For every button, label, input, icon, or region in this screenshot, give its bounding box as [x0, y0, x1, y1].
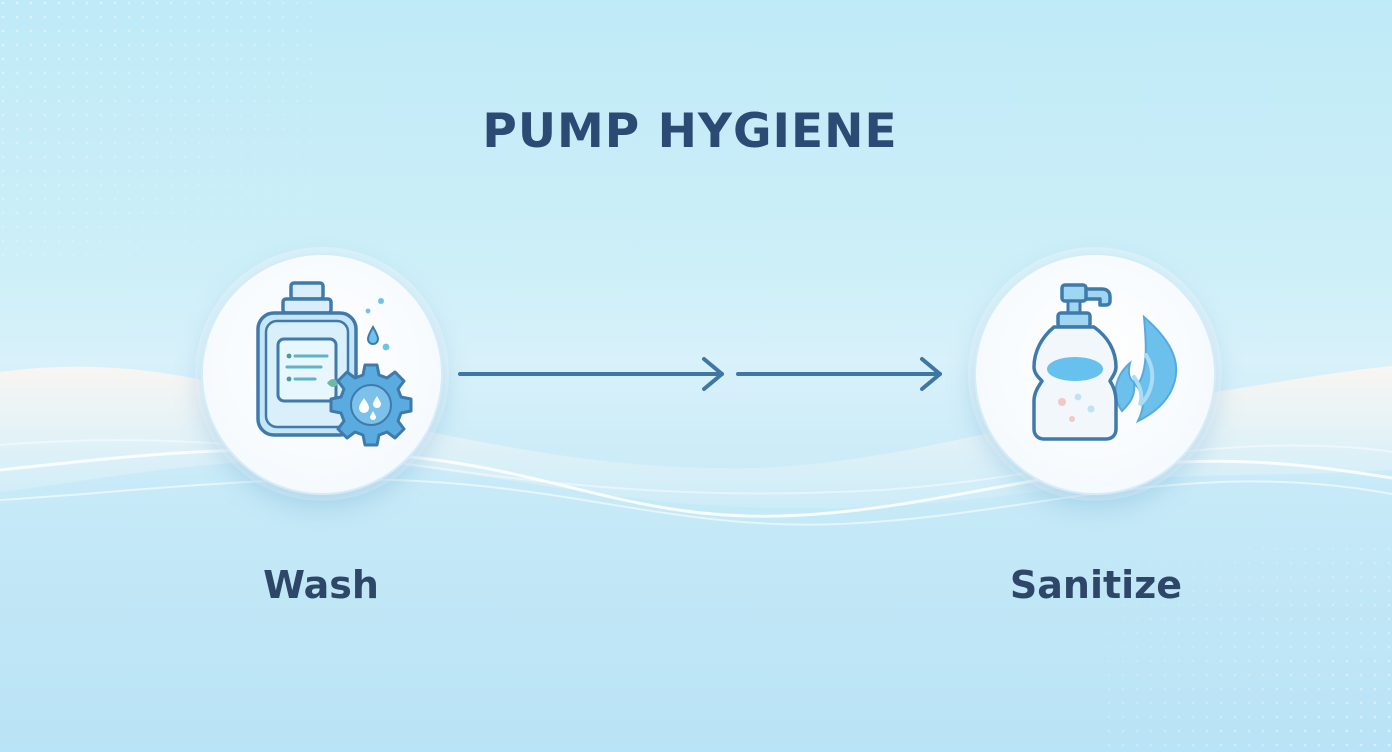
step-label-wash: Wash: [263, 563, 379, 607]
sanitize-step-circle: [974, 253, 1216, 495]
soap-bottle-with-gear-icon: [256, 281, 413, 447]
step-label-sanitize: Sanitize: [1009, 563, 1183, 607]
pump-bottle-with-flame-icon: [1032, 283, 1178, 441]
arrow-right-icon: [458, 357, 724, 391]
diagram-title: PUMP HYGIENE: [482, 104, 898, 159]
arrow-right-icon: [736, 357, 942, 391]
wash-step-circle: [201, 253, 443, 495]
